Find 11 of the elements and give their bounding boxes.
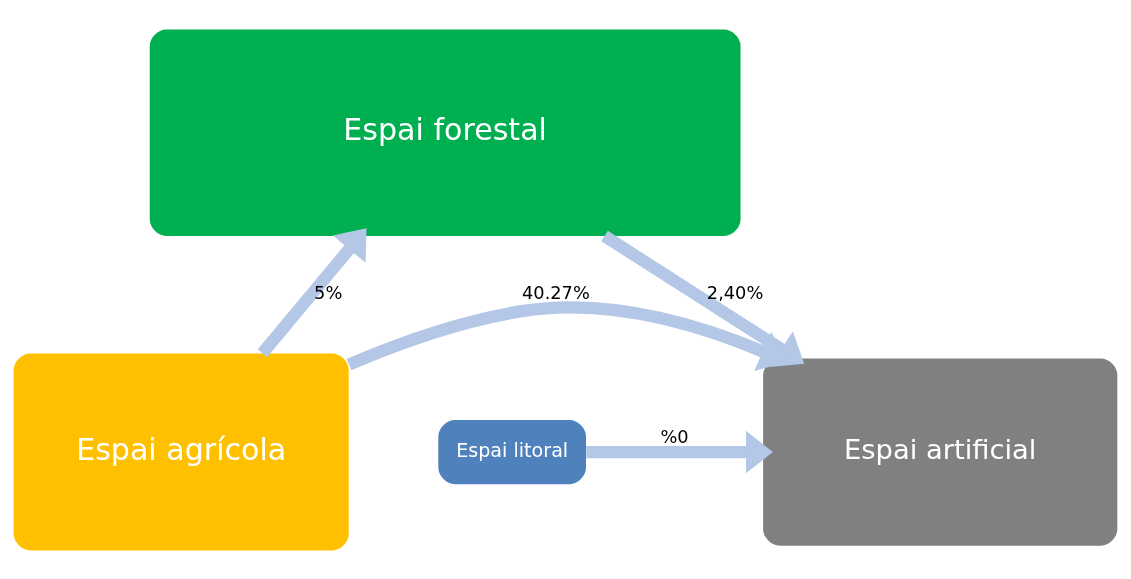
edge-label: %0 [660, 426, 689, 447]
edge-label: 2,40% [706, 282, 764, 303]
arrow [586, 430, 773, 473]
arrow [257, 227, 367, 357]
node-box: Espai litoral [438, 419, 586, 484]
arrow [601, 230, 805, 367]
node-box: Espai artificial [763, 357, 1118, 546]
node-box: Espai agrícola [13, 353, 349, 551]
edge-label: 5% [314, 282, 343, 303]
node-box: Espai forestal [149, 28, 741, 236]
edge-label: 40.27% [522, 282, 590, 303]
